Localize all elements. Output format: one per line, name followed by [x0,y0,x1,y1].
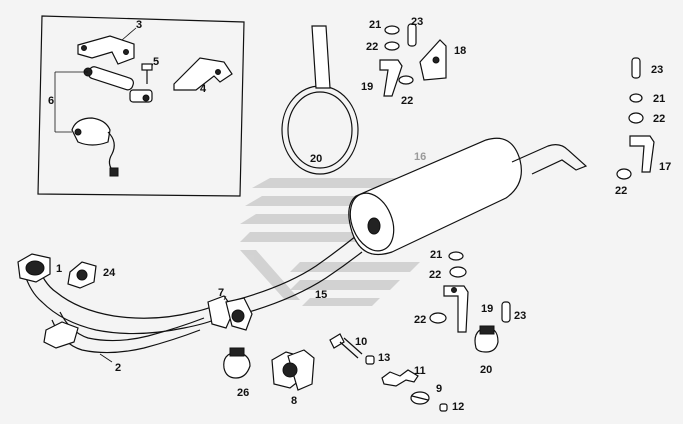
callout-1: 1 [56,263,62,275]
callout-26: 26 [237,387,249,399]
callout-4: 4 [200,83,207,95]
part-9-washer: 9 [410,383,442,405]
part-8-flange: 8 [271,349,315,407]
callout-3: 3 [136,19,142,31]
callout-7: 7 [218,287,224,299]
callout-22-top-a: 22 [366,41,378,53]
part-24-gasket: 24 [67,261,116,289]
callout-13: 13 [378,352,390,364]
callout-21-lower: 21 [430,249,442,261]
callout-5: 5 [153,56,159,68]
callout-22-top-b: 22 [401,95,413,107]
callout-23-lower: 23 [514,310,526,322]
part-20-strap-ring: 20 [281,25,359,175]
part-16-muffler: 16 [348,137,588,256]
part-15-intermediate-pipe: 15 7 [207,235,363,331]
part-11-clip: 11 [381,365,426,387]
callout-22-right-a: 22 [653,113,665,125]
callout-6: 6 [48,95,54,107]
callout-16: 16 [414,151,426,163]
callout-21-top: 21 [369,19,381,31]
part-10-bolt: 10 [329,333,367,359]
callout-23-top: 23 [411,16,423,28]
callout-21-right: 21 [653,93,665,105]
callout-19-top: 19 [361,81,373,93]
callout-20-top: 20 [310,153,322,165]
right-hanger-group: 23 21 22 17 22 [615,57,671,197]
callout-22-lower-b: 22 [414,314,426,326]
part-4-bracket: 4 [173,57,233,95]
part-26-clamp: 26 [223,347,251,399]
callout-2: 2 [115,362,121,374]
callout-23-right: 23 [651,64,663,76]
part-3-bracket: 3 [77,19,142,65]
callout-19-lower: 19 [481,303,493,315]
callout-24: 24 [103,267,116,279]
callout-20-lower: 20 [480,364,492,376]
callout-10: 10 [355,336,367,348]
part-5-bolt: 5 [141,56,159,84]
callout-8: 8 [291,395,297,407]
part-13-nut: 13 [365,352,390,365]
part-6-damper: 6 [48,66,153,177]
callout-18: 18 [454,45,466,57]
callout-15: 15 [315,289,327,301]
lower-hanger-group: 21 22 19 23 22 20 [414,249,526,376]
top-hanger-group: 21 23 22 18 19 22 [361,16,466,107]
callout-22-right-b: 22 [615,185,627,197]
part-2-front-pipe: 2 1 [17,253,223,374]
callout-17: 17 [659,161,671,173]
callout-12: 12 [452,401,464,413]
inset-box [37,15,245,197]
callout-9: 9 [436,383,442,395]
callout-11: 11 [414,365,426,377]
callout-22-lower-a: 22 [429,269,441,281]
part-12-nut: 12 [439,401,464,413]
